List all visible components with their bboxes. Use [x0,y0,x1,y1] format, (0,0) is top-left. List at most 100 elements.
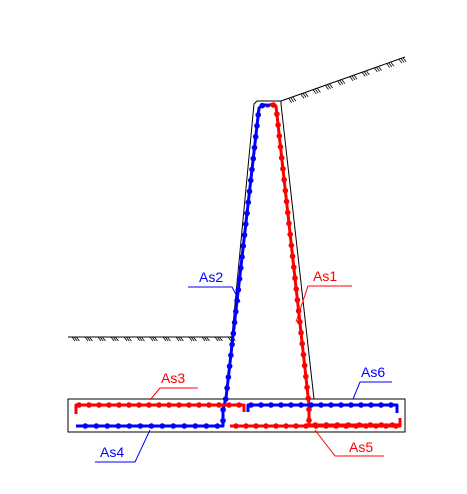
rebar-dot [166,402,172,408]
rebar-dot [246,188,253,195]
rebar-dot [170,423,177,429]
rebar-dot [203,423,210,429]
as2-rebar-dots [82,102,266,429]
hatch-tick [216,336,221,342]
backfill-slope [280,56,407,103]
hatch-tick [128,336,132,342]
as6-rebar-dots [248,402,394,408]
rebar-dot [388,402,394,408]
rebar-dot [116,402,122,408]
hatch-tick [351,75,356,81]
hatch-tick [151,336,156,342]
hatch-tick [341,79,346,84]
hatch-tick [201,336,206,342]
hatch-tick [290,97,295,103]
hatch-tick [312,89,317,95]
rebar-dot [333,423,339,429]
rebar-dot [235,286,242,293]
rebar-dot [299,340,306,347]
ground-hatch [71,336,236,342]
rebar-dot [228,352,234,359]
rebar-dot [251,144,258,151]
hatch-tick [86,336,91,342]
rebar-dot [348,402,354,408]
rebar-dot [323,423,329,429]
rebar-dot [373,423,379,429]
rebar-dot [192,423,199,429]
rebar-dot [318,402,324,408]
hatch-tick [288,98,293,103]
rebar-dot [378,402,384,408]
hatch-tick [149,336,154,342]
rebar-dot [258,402,264,408]
rebar-dot [306,417,312,424]
rebar-dot [259,102,266,109]
hatch-tick [110,336,115,342]
rebar-dot [243,423,249,429]
rebar-dot [245,199,252,206]
rebar-dot [343,423,349,429]
rebar-dot [255,112,262,118]
hatch-tick [300,94,305,99]
as3-label: As3 [161,370,185,386]
as1-label: As1 [313,268,337,284]
hatch-tick [317,88,321,93]
hatch-tick [386,63,390,68]
rebar-dot [233,423,239,429]
rebar-dot [252,133,259,140]
rebar-dot [273,423,279,429]
slope-hatch [288,57,407,103]
rebar-dot [293,286,300,292]
as6-label: As6 [361,364,385,380]
rebar-dot [393,423,399,429]
rebar-dot [263,423,269,429]
as2-label: As2 [199,269,223,285]
hatch-tick [136,336,141,342]
rebar-dot [254,123,260,129]
rebar-dot [156,402,162,408]
hatch-tick [138,336,143,342]
hatch-tick [123,336,128,342]
rebar-dot [225,374,232,380]
rebar-dot [244,210,250,217]
hatch-tick [349,76,354,81]
hatch-tick [73,336,78,342]
hatch-tick [361,72,366,77]
rebar-dot [290,264,297,270]
rebar-dot [303,373,309,380]
rebar-dot [283,423,289,429]
hatch-tick [188,336,193,342]
hatch-tick [376,66,380,72]
rebar-dot [176,402,182,408]
rebar-dot [247,177,254,184]
rebar-dot [293,423,299,429]
hatch-tick [314,88,319,94]
rebar-dot [283,198,290,205]
hatch-tick [327,84,331,89]
rebar-dot [300,351,307,358]
rebar-dot [278,402,284,408]
rebar-dot [282,187,289,194]
hatch-tick [292,96,297,102]
rebar-dot [186,402,192,408]
hatch-tick [366,70,370,76]
hatch-tick [167,336,171,342]
hatch-tick [99,336,104,342]
rebar-dot [250,155,257,162]
rebar-dot [136,402,142,408]
hatch-tick [337,80,342,86]
rebar-dot [236,276,243,282]
as3-rebar-dots [76,402,242,408]
rebar-dot [206,402,212,408]
hatch-tick [378,66,382,71]
as6-callout: As6 [352,364,392,400]
hatch-tick [329,83,333,89]
hatch-tick [400,58,405,63]
rebar-dot [241,232,248,238]
hatch-tick [115,336,119,342]
rebar-dot [104,423,111,429]
rebar-dot [82,423,89,429]
hatch-tick [164,336,169,342]
rebar-dot [236,402,242,408]
rebar-dot [278,155,285,161]
